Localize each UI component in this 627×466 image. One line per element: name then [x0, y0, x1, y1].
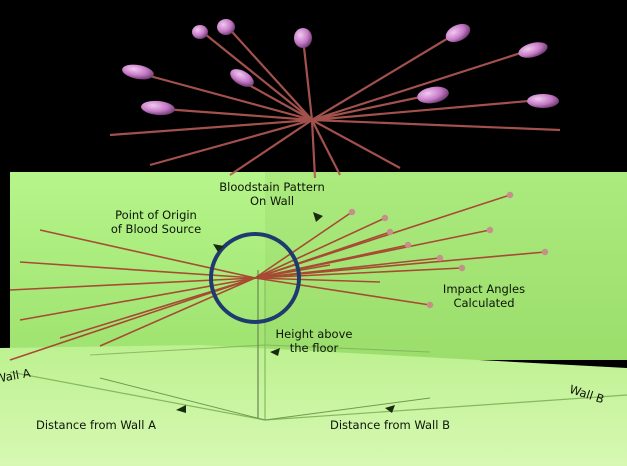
wall-plane-shade [265, 172, 627, 360]
arrow-pointer-icon [386, 228, 394, 236]
floor-edge-wall-a [9, 371, 266, 421]
distance-wall-a-label: Distance from Wall A [36, 418, 156, 432]
arrow-pointer-icon [270, 348, 280, 356]
arrow-pointer-icon [348, 208, 356, 216]
arrow-pointer-icon [486, 226, 494, 234]
arrow-pointer-icon [436, 254, 444, 262]
origin-circle [209, 232, 301, 324]
arrow-pointer-icon [176, 405, 186, 413]
stain-marker-icon [122, 64, 154, 80]
label-pointers [176, 212, 395, 413]
stain-marker-icon [518, 42, 548, 58]
distance-wall-b-label: Distance from Wall B [330, 418, 450, 432]
distance-line-wall-a [99, 377, 266, 421]
floor-edge-wall-b [264, 394, 627, 421]
height-above-floor-label: Height above the floor [275, 327, 353, 355]
distance-line-wall-b [264, 397, 431, 421]
arrow-pointer-icon [426, 301, 434, 309]
stain-marker-icon [230, 69, 254, 87]
floor-back-edge [89, 344, 266, 356]
wall-arrowheads [348, 191, 549, 309]
stain-marker-icon [217, 19, 235, 35]
stain-marker-icon [294, 28, 312, 48]
stain-marker-icon [527, 94, 559, 108]
upper-trajectories [109, 23, 561, 179]
arrow-pointer-icon [381, 214, 389, 222]
arrow-pointer-icon [213, 244, 224, 252]
arrow-pointer-icon [506, 191, 514, 199]
stain-marker-icon [141, 100, 175, 116]
floor-back-edge-b [264, 344, 431, 353]
stain-marker-icon [417, 86, 449, 104]
stain-markers-upper [122, 19, 559, 116]
bloodstain-pattern-label: Bloodstain Pattern On Wall [219, 180, 325, 208]
point-of-origin-label: Point of Origin of Blood Source [110, 208, 202, 236]
stain-marker-icon [192, 25, 208, 39]
arrow-pointer-icon [404, 241, 412, 249]
stain-marker-icon [445, 23, 471, 43]
arrow-pointer-icon [313, 212, 323, 222]
arrow-pointer-icon [541, 248, 549, 256]
arrow-pointer-icon [385, 405, 395, 413]
impact-angles-label: Impact Angles Calculated [442, 282, 526, 310]
floor-plane [0, 345, 627, 466]
arrow-pointer-icon [458, 264, 466, 272]
wall-plane [10, 172, 627, 360]
